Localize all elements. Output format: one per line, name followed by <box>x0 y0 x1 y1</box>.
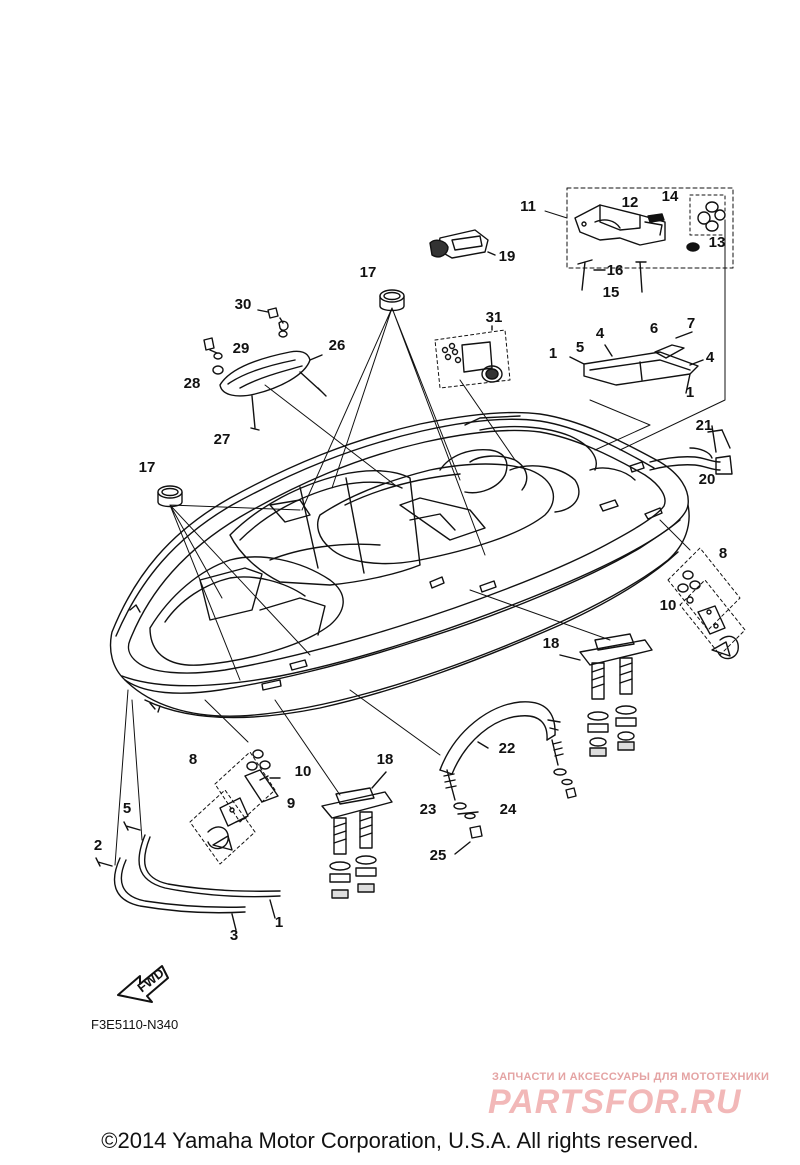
callout-27: 27 <box>214 431 231 448</box>
part-group-11 <box>544 187 734 293</box>
diagram-code: F3E5110-N340 <box>91 1017 178 1032</box>
callout-3: 3 <box>230 927 238 944</box>
callout-7: 7 <box>687 315 695 332</box>
part-8-tow-eye-right <box>667 547 746 660</box>
callout-1: 1 <box>549 345 557 362</box>
part-group-4 <box>569 331 704 394</box>
part-17-cupholder-upper <box>379 289 405 312</box>
part-26-grab-handle <box>203 307 327 431</box>
callout-18: 18 <box>543 635 560 652</box>
watermark-logo: PARTSFOR.RU <box>488 1083 742 1121</box>
callout-22: 22 <box>499 740 516 757</box>
part-1-rub-rail <box>113 834 281 931</box>
callout-17: 17 <box>360 264 377 281</box>
boat-hull <box>109 411 690 719</box>
part-18-cleat-right <box>559 633 653 757</box>
copyright-notice: ©2014 Yamaha Motor Corporation, U.S.A. A… <box>101 1128 699 1153</box>
callout-17: 17 <box>139 459 156 476</box>
part-18-cleat-left <box>321 771 393 899</box>
callout-2: 2 <box>94 837 102 854</box>
deck-fittings <box>129 576 497 691</box>
part-22-rail <box>439 701 577 855</box>
part-2-screw <box>95 857 113 867</box>
part-20-bracket <box>649 425 733 475</box>
part-8-tow-eye-left <box>189 749 281 865</box>
callout-13: 13 <box>709 234 726 251</box>
part-31-panel <box>434 325 511 389</box>
callout-5: 5 <box>576 339 584 356</box>
callout-9: 9 <box>287 795 295 812</box>
callout-10: 10 <box>295 763 312 780</box>
callout-4: 4 <box>706 349 715 366</box>
callout-15: 15 <box>603 284 620 301</box>
callout-16: 16 <box>607 262 624 279</box>
callout-6: 6 <box>650 320 658 337</box>
part-17-cupholder-lower <box>157 485 183 508</box>
callout-20: 20 <box>699 471 716 488</box>
callout-14: 14 <box>662 188 679 205</box>
cockpit-interior <box>149 415 663 666</box>
callout-1: 1 <box>275 914 283 931</box>
callout-10: 10 <box>660 597 677 614</box>
callout-8: 8 <box>189 751 197 768</box>
part-19-mirror <box>429 229 496 259</box>
leader-lines <box>114 219 726 866</box>
part-5-screw <box>123 821 141 831</box>
callout-1: 1 <box>686 384 694 401</box>
rub-rail <box>115 418 681 687</box>
callout-18: 18 <box>377 751 394 768</box>
callout-12: 12 <box>622 194 639 211</box>
callout-11: 11 <box>520 198 536 215</box>
fwd-arrow-icon <box>117 965 169 1003</box>
callout-19: 19 <box>499 248 516 265</box>
callout-28: 28 <box>184 375 201 392</box>
callout-24: 24 <box>500 801 517 818</box>
callout-8: 8 <box>719 545 727 562</box>
windshield <box>229 470 421 586</box>
callout-21: 21 <box>696 417 713 434</box>
callout-5: 5 <box>123 800 131 817</box>
callout-30: 30 <box>235 296 252 313</box>
callout-4: 4 <box>596 325 605 342</box>
callout-23: 23 <box>420 801 437 818</box>
callout-25: 25 <box>430 847 447 864</box>
callout-31: 31 <box>486 309 503 326</box>
watermark-tagline: ЗАПЧАСТИ И АКСЕССУАРЫ ДЛЯ МОТОТЕХНИКИ <box>492 1071 770 1083</box>
callout-29: 29 <box>233 340 250 357</box>
callout-26: 26 <box>329 337 346 354</box>
